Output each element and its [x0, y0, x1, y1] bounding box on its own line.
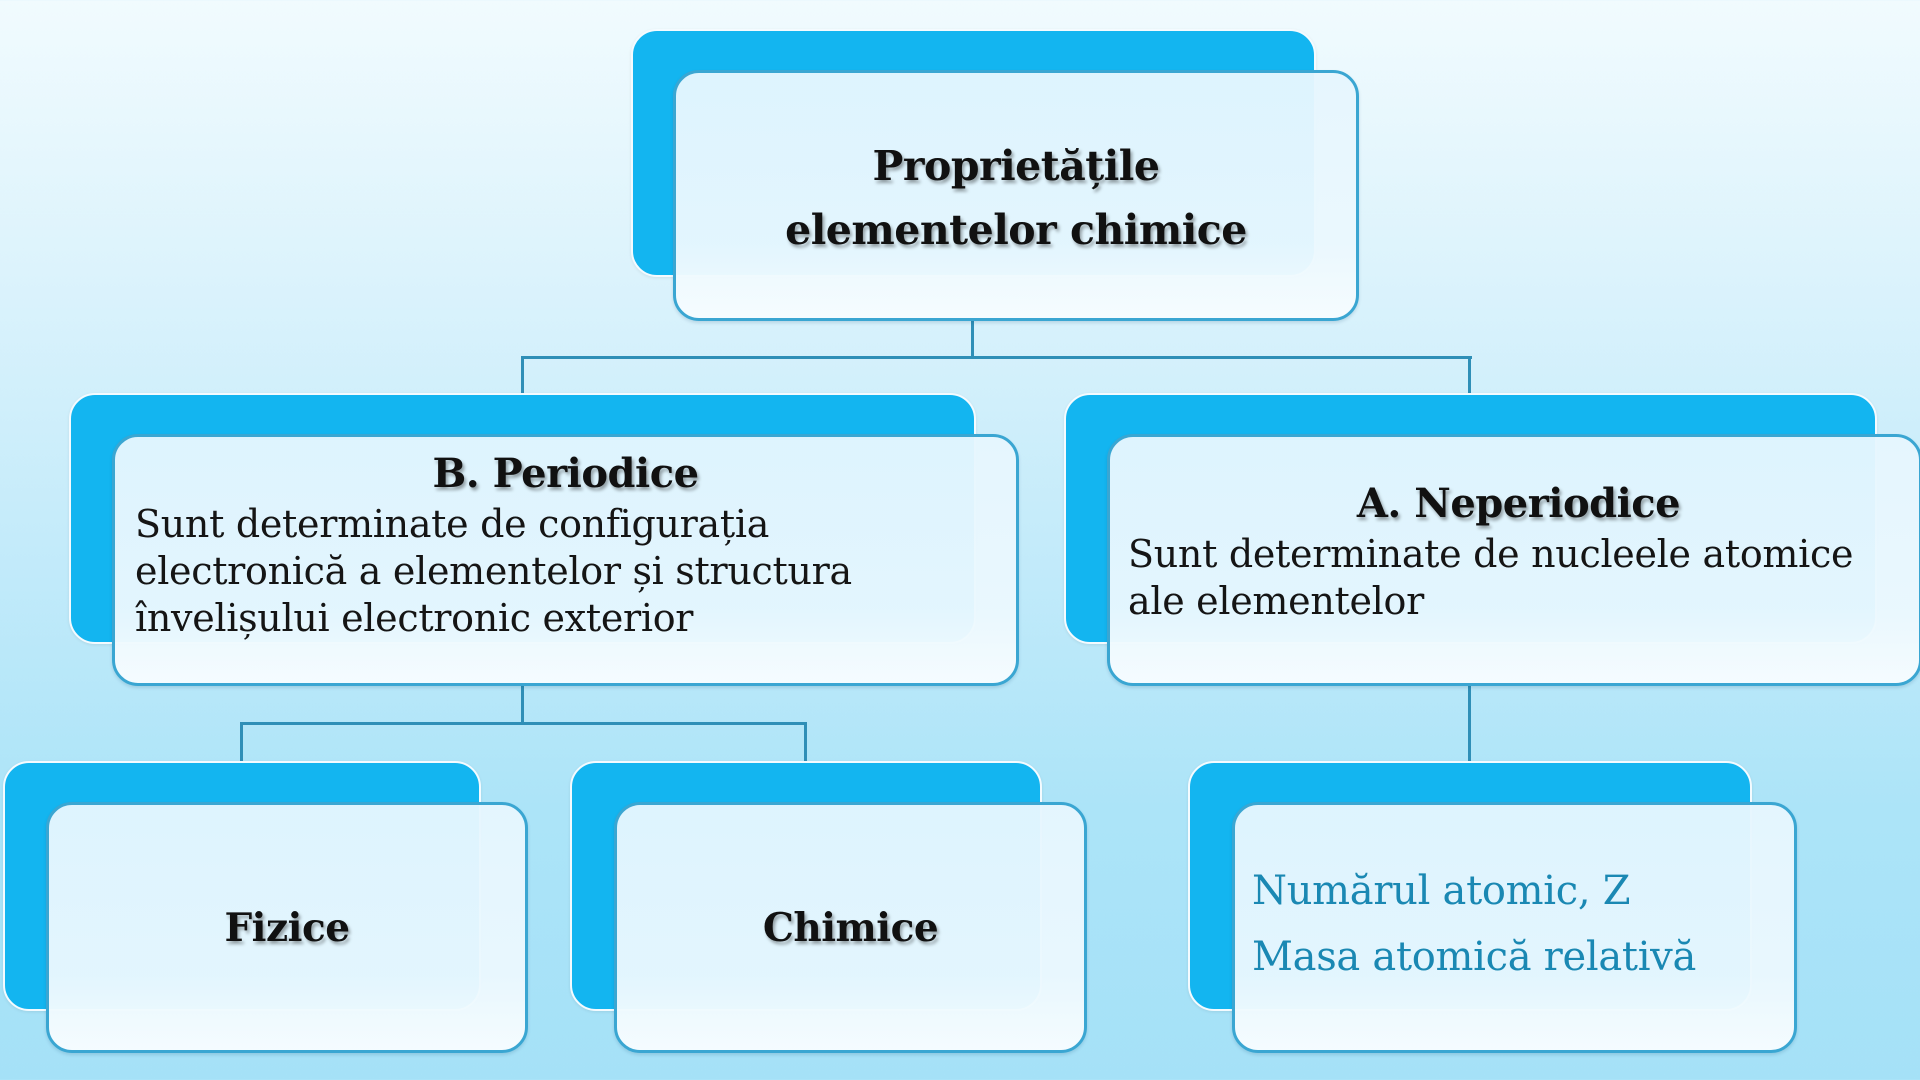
- root-title-line2: elementelor chimice: [785, 205, 1247, 254]
- connector-root-stem: [971, 321, 974, 359]
- periodic-title: B. Periodice: [432, 450, 699, 497]
- periodic-description-line1: Sunt determinate de configurația: [135, 502, 770, 546]
- relative-atomic-mass-item: Masa atomică relativă: [1252, 933, 1697, 980]
- root-node: Proprietățile elementelor chimice: [673, 70, 1359, 321]
- connector-to-fizice: [240, 722, 243, 764]
- atomic-number-item: Numărul atomic, Z: [1252, 867, 1631, 914]
- periodic-node: B. Periodice Sunt determinate de configu…: [112, 434, 1019, 686]
- chimice-title: Chimice: [762, 904, 939, 951]
- periodic-description-line2: electronică a elementelor și structura: [135, 549, 852, 593]
- periodic-description-line3: învelișului electronic exterior: [135, 596, 694, 640]
- nonperiodic-description-line1: Sunt determinate de nucleele atomice: [1128, 532, 1854, 576]
- connector-to-periodic: [521, 356, 524, 396]
- fizice-node: Fizice: [46, 802, 528, 1053]
- nonperiodic-title: A. Neperiodice: [1356, 480, 1681, 527]
- connector-root-bar: [521, 356, 1472, 359]
- chimice-node: Chimice: [614, 802, 1087, 1053]
- connector-to-chimice: [804, 722, 807, 764]
- connector-periodic-bar: [240, 722, 807, 725]
- fizice-title: Fizice: [224, 904, 350, 951]
- connector-periodic-stem: [521, 686, 524, 725]
- root-title-line1: Proprietățile: [872, 141, 1160, 190]
- connector-nonperiodic-stem: [1468, 686, 1471, 764]
- nonperiodic-leaf-node: Numărul atomic, Z Masa atomică relativă: [1232, 802, 1797, 1053]
- connector-to-nonperiodic: [1468, 356, 1471, 396]
- nonperiodic-node: A. Neperiodice Sunt determinate de nucle…: [1107, 434, 1920, 686]
- nonperiodic-description-line2: ale elementelor: [1128, 579, 1424, 623]
